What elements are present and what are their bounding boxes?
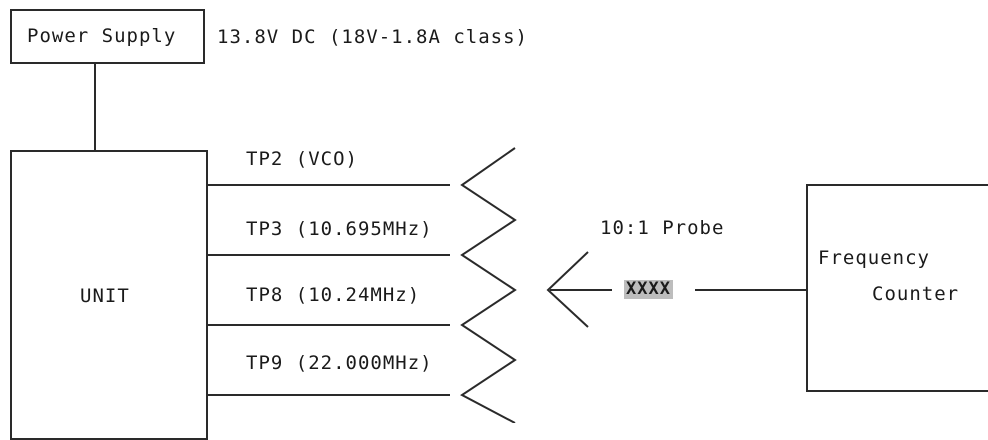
connection-diagram bbox=[94, 62, 808, 423]
test-point-label: TP8 (10.24MHz) bbox=[246, 284, 421, 306]
test-point-label: TP2 (VCO) bbox=[246, 148, 358, 170]
frequency-counter-box: Frequency Counter bbox=[806, 184, 988, 392]
probe-arrow-head bbox=[546, 251, 589, 328]
probe-label: 10:1 Probe bbox=[600, 217, 725, 239]
frequency-counter-label-line2: Counter bbox=[872, 283, 960, 305]
test-point-label: TP9 (22.000MHz) bbox=[246, 352, 433, 374]
test-point-label: TP3 (10.695MHz) bbox=[246, 218, 433, 240]
power-supply-spec: 13.8V DC (18V-1.8A class) bbox=[217, 26, 528, 48]
test-point-selector-zigzag bbox=[460, 147, 517, 423]
power-supply-box: Power Supply bbox=[10, 9, 205, 64]
power-supply-label: Power Supply bbox=[27, 25, 177, 47]
frequency-counter-label-line1: Frequency bbox=[818, 247, 930, 269]
unit-box: UNIT bbox=[10, 150, 208, 440]
unit-label: UNIT bbox=[80, 285, 130, 307]
probe-connector-label: XXXX bbox=[624, 279, 673, 299]
